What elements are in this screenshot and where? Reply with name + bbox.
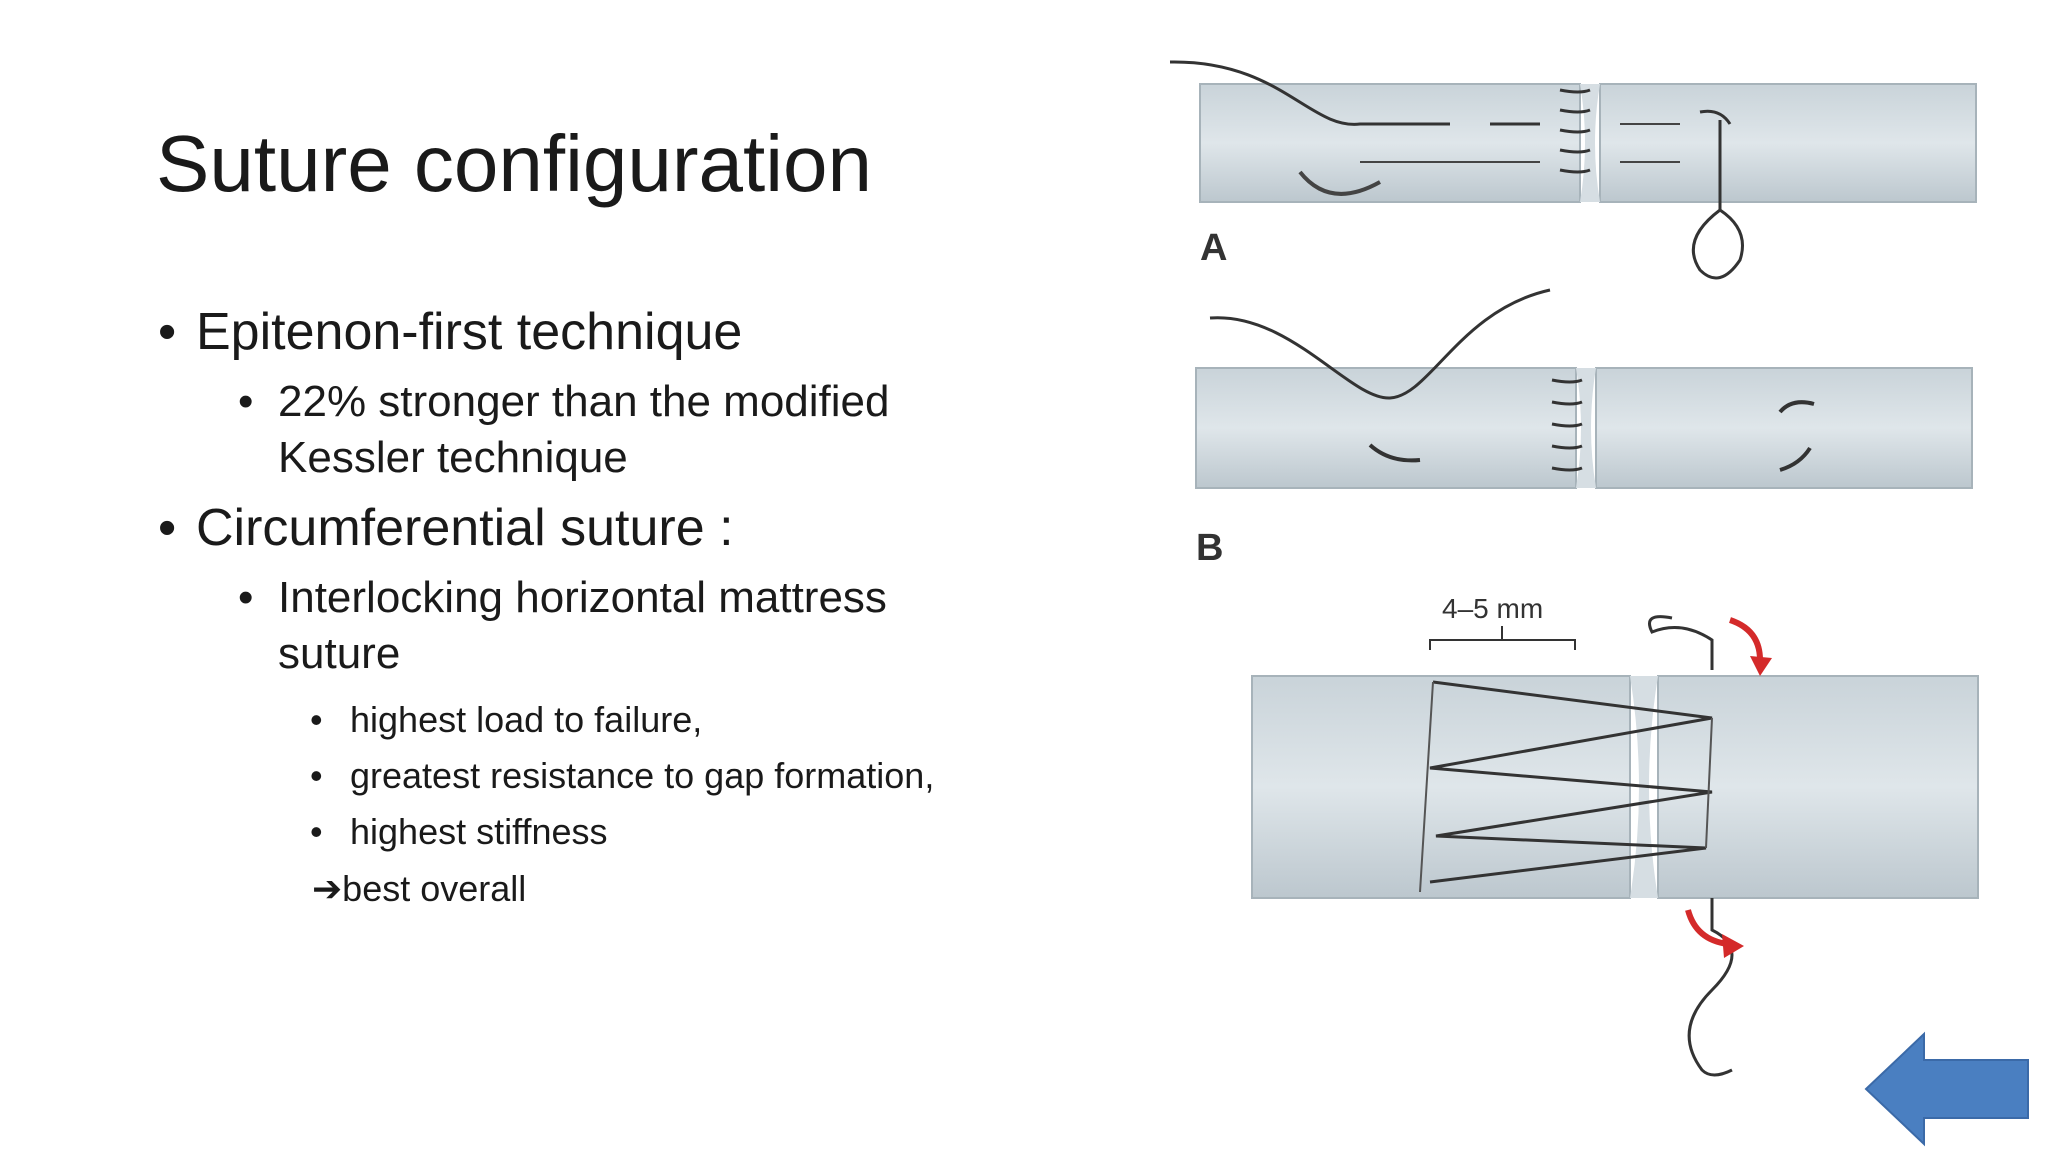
panel-b-label: B <box>1196 527 1223 569</box>
panel-a-label: A <box>1200 227 1227 269</box>
bullet-level1: • Epitenon-first technique <box>150 300 1050 364</box>
bullet-dot: • <box>310 699 323 740</box>
suture-figure: A B <box>1160 50 2010 1120</box>
panel-c-drawing <box>1251 615 1979 1077</box>
bullet-text: highest load to failure, <box>350 699 703 740</box>
bullet-level1: • Circumferential suture : <box>150 496 1050 560</box>
bullet-text: 22% stronger than the modified Kessler t… <box>278 377 890 482</box>
measure-label: 4–5 mm <box>1442 593 1543 624</box>
back-button[interactable] <box>1862 1030 2032 1148</box>
bullet-text: Circumferential suture : <box>196 499 734 557</box>
bullet-level3: • highest load to failure, <box>150 692 1050 748</box>
bullet-dot: • <box>238 377 254 426</box>
conclusion-text: best overall <box>342 868 527 909</box>
conclusion-line: ➔best overall <box>150 860 1050 918</box>
bullet-dot: • <box>158 303 177 361</box>
bullet-text: Interlocking horizontal mattress suture <box>278 573 887 678</box>
panel-b-drawing <box>1195 288 1973 489</box>
bullet-text: highest stiffness <box>350 811 608 852</box>
right-arrow-icon: ➔ <box>312 868 343 909</box>
left-arrow-icon <box>1864 1031 2029 1147</box>
bullet-text: greatest resistance to gap formation, <box>350 755 935 796</box>
bullet-dot: • <box>310 811 323 852</box>
suture-illustration: A B <box>1169 60 1979 1077</box>
bullet-level2: • 22% stronger than the modified Kessler… <box>150 374 918 486</box>
panel-a-drawing <box>1169 60 1977 280</box>
bullet-level3: • greatest resistance to gap formation, <box>150 748 1050 804</box>
slide-title: Suture configuration <box>156 119 873 208</box>
bullet-dot: • <box>238 573 254 622</box>
bullet-dot: • <box>158 499 177 557</box>
bullet-level3: • highest stiffness <box>150 804 1050 860</box>
bullet-dot: • <box>310 755 323 796</box>
bullet-text: Epitenon-first technique <box>196 303 743 361</box>
bullet-list: • Epitenon-first technique • 22% stronge… <box>150 300 1050 918</box>
bullet-level2: • Interlocking horizontal mattress sutur… <box>150 570 918 682</box>
